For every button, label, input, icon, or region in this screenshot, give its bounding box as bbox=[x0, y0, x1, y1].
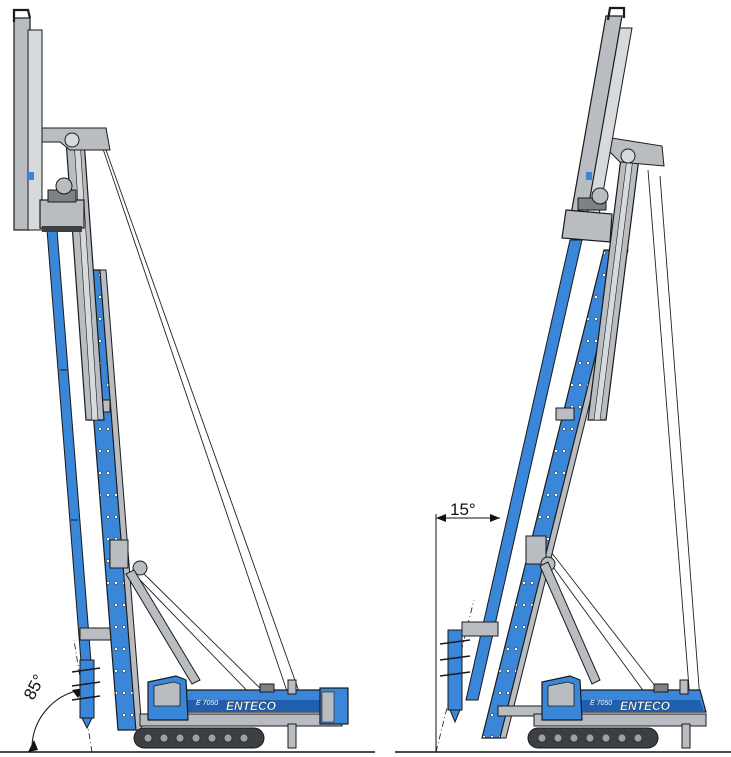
right-mast-clamp-2 bbox=[525, 535, 547, 565]
right-auger bbox=[439, 629, 471, 724]
left-carbody bbox=[139, 675, 349, 749]
left-kelly-hook bbox=[12, 8, 32, 22]
left-model-text: E 7050 bbox=[196, 700, 218, 707]
right-carbody bbox=[533, 675, 707, 749]
left-mast-sheave bbox=[132, 560, 148, 576]
right-angle-label: 15° bbox=[450, 500, 476, 519]
right-angle-arrow-right bbox=[490, 514, 500, 522]
right-crown-sheave bbox=[620, 148, 636, 164]
right-kelly-blue-marker bbox=[586, 172, 592, 180]
right-brand-text: ENTECO bbox=[620, 699, 671, 713]
left-rig: E 7050 ENTECO bbox=[12, 8, 349, 753]
left-cable-2 bbox=[105, 149, 303, 701]
left-auger bbox=[71, 659, 101, 730]
left-mast-clamp-2 bbox=[109, 539, 129, 569]
left-cable-3 bbox=[139, 569, 273, 701]
right-model-text: E 7050 bbox=[590, 700, 612, 707]
left-brand-text: ENTECO bbox=[226, 699, 277, 713]
left-cable-4 bbox=[139, 579, 259, 703]
left-angle-arc bbox=[31, 689, 81, 746]
right-cable-1 bbox=[647, 169, 691, 701]
left-cable-1 bbox=[99, 139, 291, 701]
right-cable-3 bbox=[547, 547, 667, 701]
right-kelly-hook bbox=[606, 6, 626, 21]
right-cable-4 bbox=[547, 559, 651, 701]
right-angle-arrow-left bbox=[436, 514, 446, 522]
right-lower-guide bbox=[461, 621, 499, 637]
left-backstay bbox=[125, 569, 201, 685]
left-crawler-track bbox=[133, 727, 265, 749]
right-cable-2 bbox=[659, 175, 701, 701]
left-kelly-blue-marker bbox=[28, 172, 34, 180]
right-kelly-bar bbox=[465, 239, 583, 701]
right-mast-clamp-1 bbox=[555, 407, 575, 421]
right-rig: E 7050 ENTECO bbox=[435, 6, 707, 753]
left-rotary-head bbox=[39, 177, 85, 232]
right-crawler-track bbox=[527, 727, 659, 749]
right-backstay bbox=[539, 561, 601, 685]
left-angle-arrow-bottom bbox=[28, 740, 38, 752]
left-crown-sheave bbox=[64, 132, 80, 148]
right-rotary-head bbox=[561, 187, 613, 243]
